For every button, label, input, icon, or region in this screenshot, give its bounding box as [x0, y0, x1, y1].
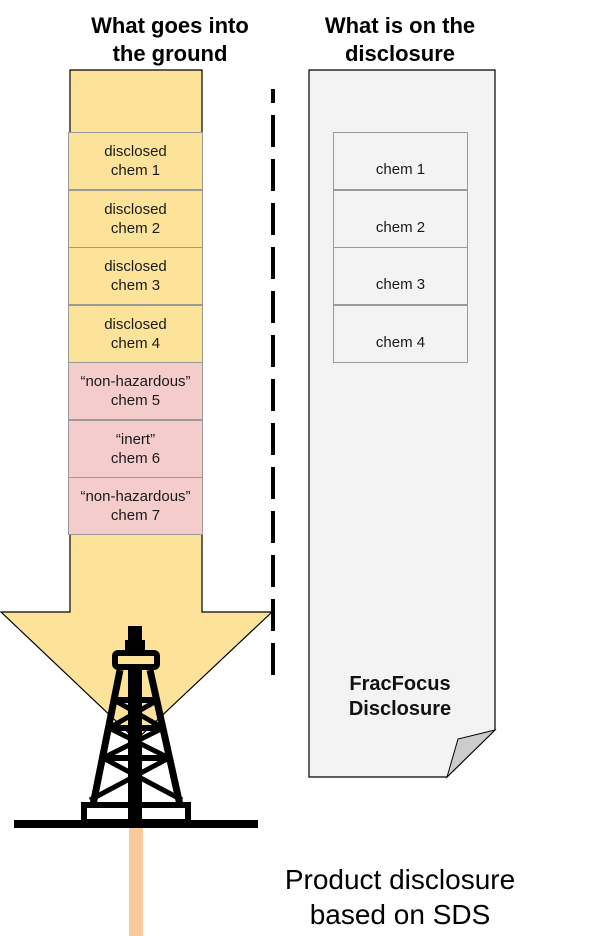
chemical-name: chem 7	[110, 507, 161, 524]
chemical-name: chem 3	[375, 276, 426, 293]
chemical-name: chem 6	[110, 449, 161, 467]
caption: Product disclosure based on SDS	[250, 862, 550, 932]
chemical-status-label: disclosed	[104, 315, 167, 333]
chemical-status-label: “non-hazardous”	[80, 488, 191, 505]
chemical-status-label: disclosed	[104, 200, 167, 218]
well-pipe	[129, 822, 143, 936]
disclosure-chemical-cell: chem 4	[333, 304, 468, 363]
chemical-name: chem 1	[375, 161, 426, 178]
chemical-name: chem 2	[110, 219, 161, 237]
left-title-line2: the ground	[112, 41, 228, 66]
disclosure-chemical-cell: chem 2	[333, 189, 468, 248]
left-title-line1: What goes into	[91, 13, 249, 38]
chemical-name: chem 3	[110, 277, 161, 294]
document-fold	[445, 729, 497, 779]
document-label-line2: Disclosure	[348, 698, 452, 720]
oil-derrick-icon	[81, 626, 191, 826]
chemical-name: chem 4	[110, 334, 161, 352]
chemical-status-label: “inert”	[115, 430, 156, 448]
chemical-status-label: “non-hazardous”	[80, 373, 191, 390]
caption-line1: Product disclosure	[284, 864, 516, 895]
chemical-status-label: disclosed	[104, 258, 167, 275]
document-label-line1: FracFocus	[349, 673, 451, 695]
right-title-line2: disclosure	[344, 41, 456, 66]
disclosure-chemical-cell: chem 3	[333, 247, 468, 305]
chemical-name: chem 4	[375, 333, 426, 351]
right-column-title: What is on the disclosure	[300, 12, 500, 68]
ground-chemical-cell: “non-hazardous” chem 5	[68, 362, 203, 420]
ground-chemical-cell: “inert”chem 6	[68, 419, 203, 478]
ground-chemical-cell: “non-hazardous” chem 7	[68, 477, 203, 535]
right-title-line1: What is on the	[324, 13, 476, 38]
document-label: FracFocus Disclosure	[310, 672, 490, 722]
ground-chemical-cell: disclosed chem 3	[68, 247, 203, 305]
chemical-name: chem 1	[110, 162, 161, 179]
left-column-title: What goes into the ground	[30, 12, 310, 68]
chemical-name: chem 5	[110, 392, 161, 409]
chemical-name: chem 2	[375, 218, 426, 236]
disclosure-chemical-cell: chem 1	[333, 132, 468, 190]
ground-chemical-cell: disclosed chem 1	[68, 132, 203, 190]
chemical-status-label: disclosed	[104, 143, 167, 160]
caption-line2: based on SDS	[309, 899, 491, 930]
